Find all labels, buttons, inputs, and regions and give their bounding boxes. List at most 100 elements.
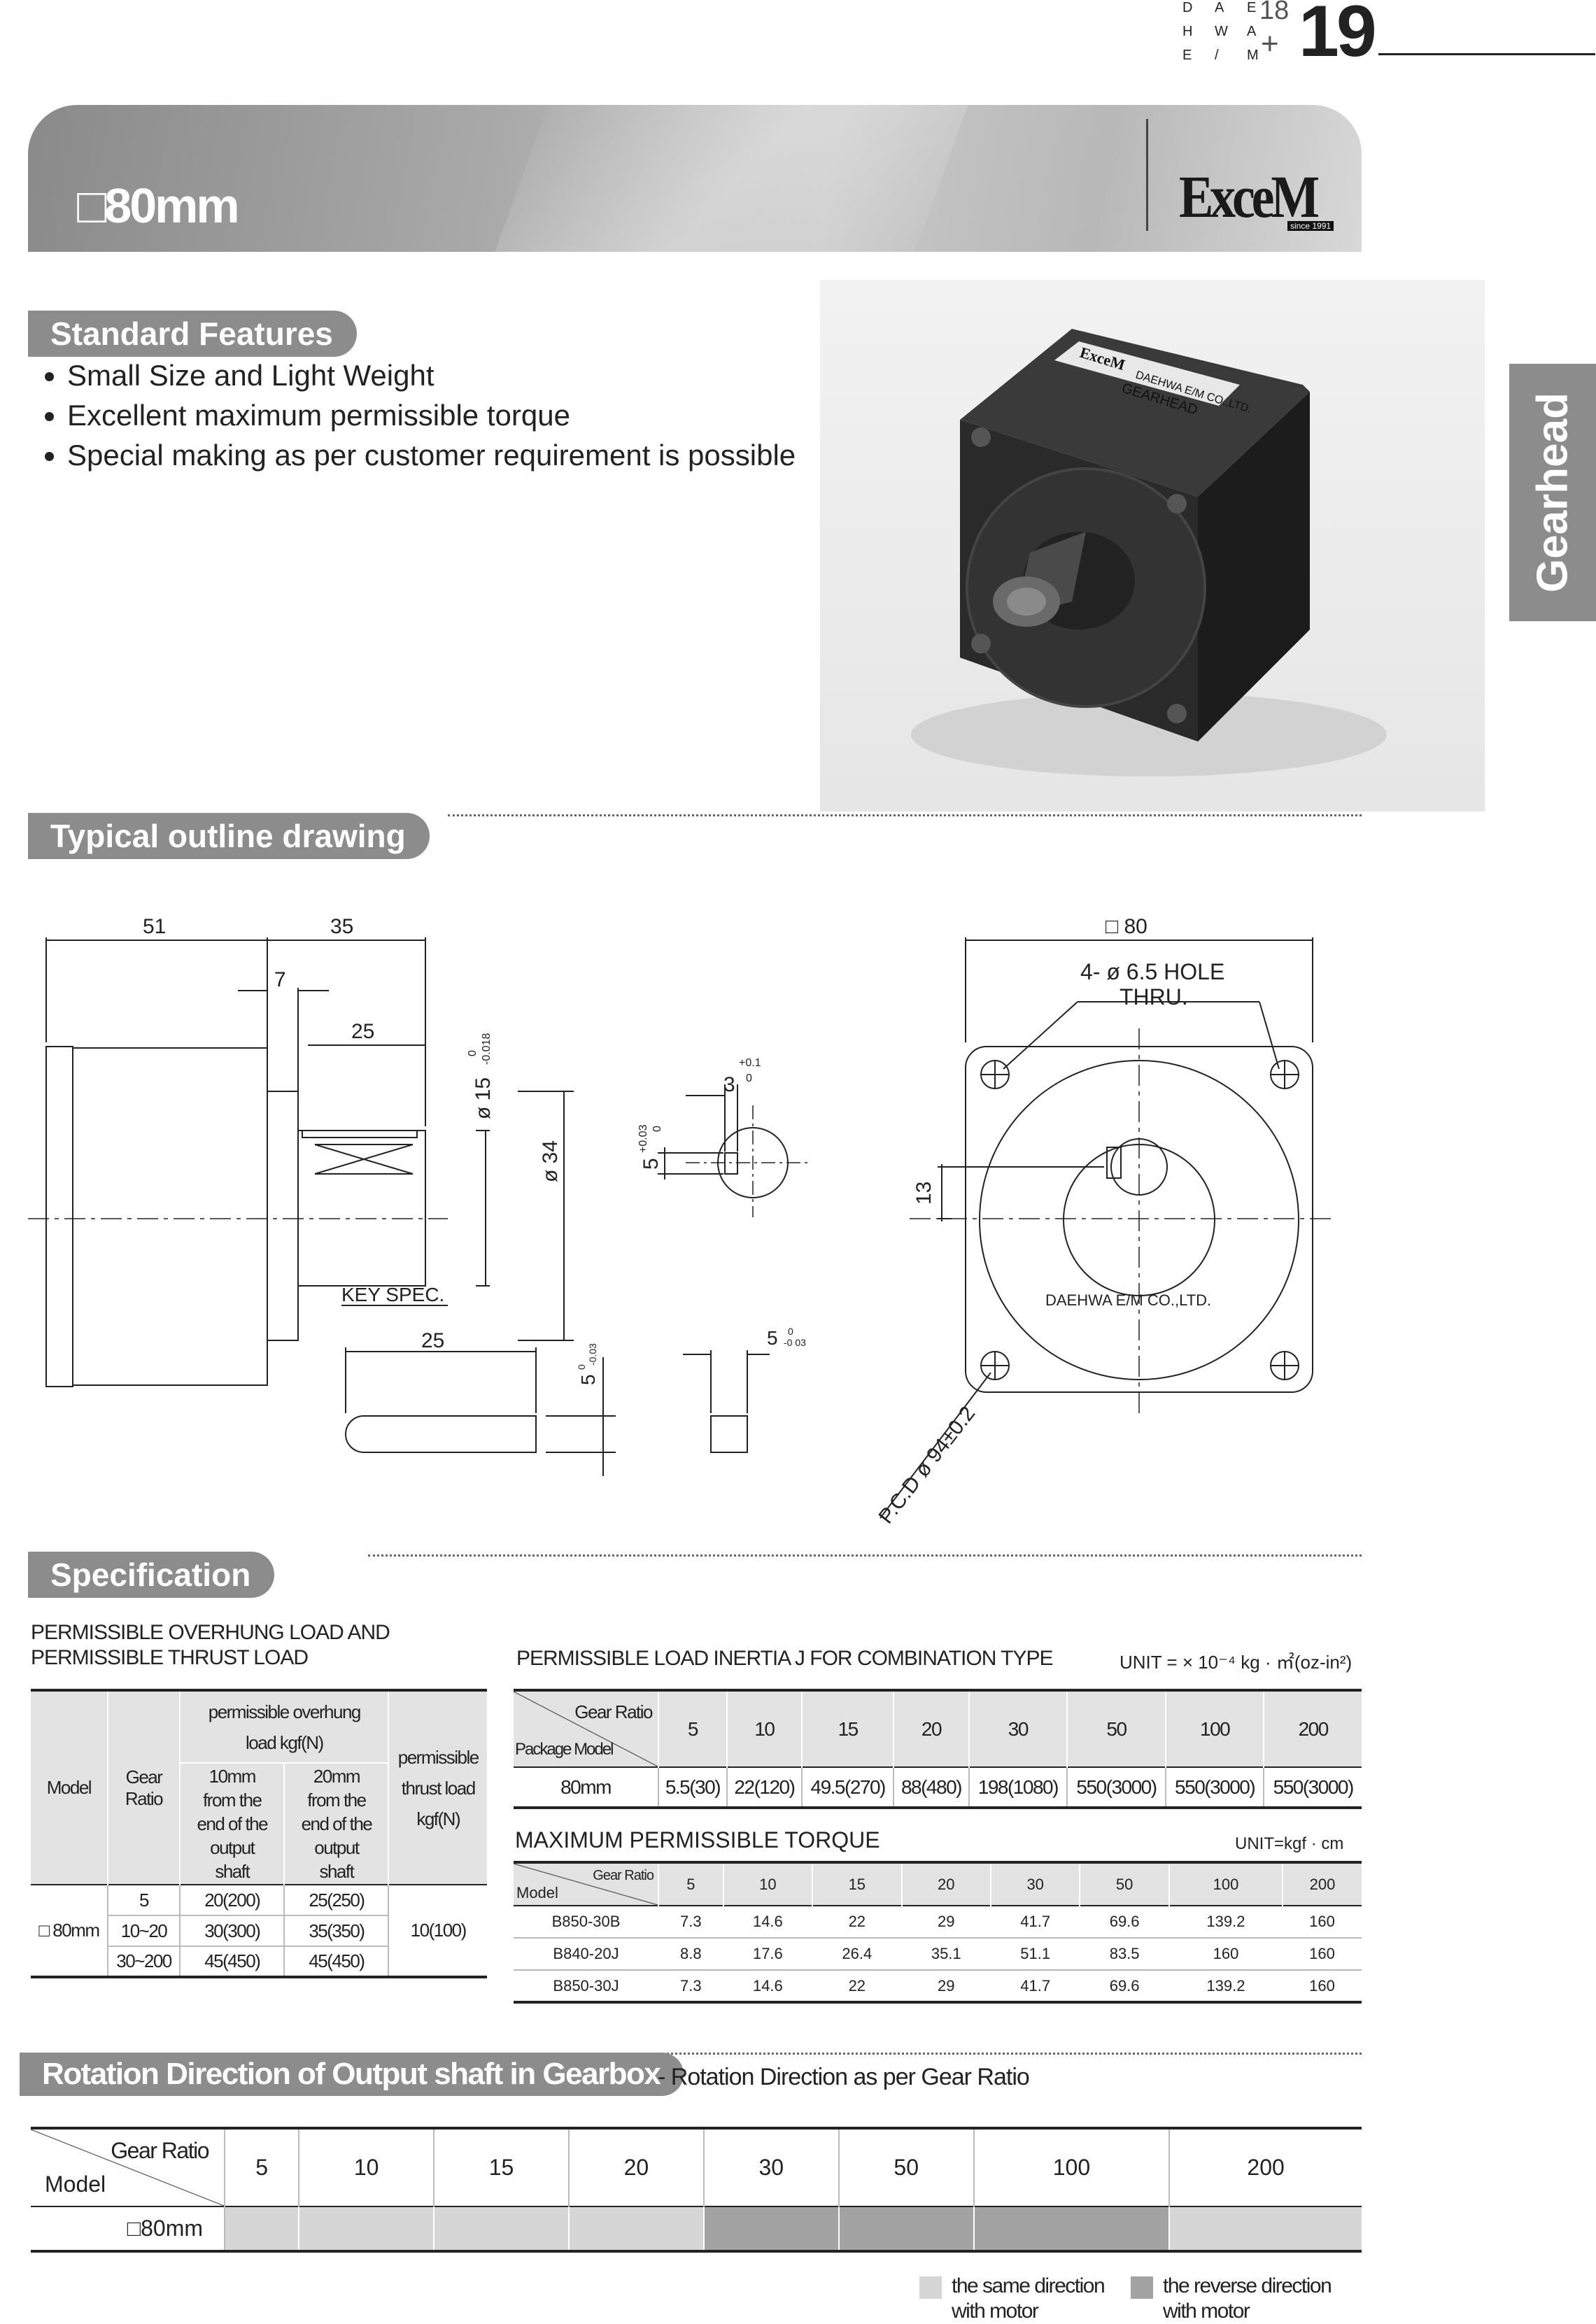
table-row: □ 80mm 5 20(200) 25(250) 10(100) xyxy=(31,1885,487,1977)
spec-dots xyxy=(368,1554,1362,1557)
direction-cell xyxy=(568,2206,705,2251)
hole-spec-line2: THRU. xyxy=(1120,984,1188,1009)
inertia-table: Gear Ratio Package Model 5 10 15 20 30 5… xyxy=(514,1689,1362,1809)
spec-title: Specification xyxy=(28,1552,275,1598)
feature-item: Small Size and Light Weight xyxy=(67,355,796,395)
svg-text:+0.1: +0.1 xyxy=(739,1057,761,1069)
side-tab-label: Gearhead xyxy=(1528,392,1577,593)
banner-sheen xyxy=(467,105,989,252)
torque-unit: UNIT=kgf · cm xyxy=(1235,1834,1344,1853)
shaft-section xyxy=(658,1084,812,1217)
key-spec-label: KEY SPEC. xyxy=(341,1284,444,1305)
outline-title: Typical outline drawing xyxy=(28,813,430,859)
hole-spec-line1: 4- ø 6.5 HOLE xyxy=(1080,959,1224,984)
svg-text:+0.03: +0.03 xyxy=(637,1124,649,1153)
dim-key-w: 5 xyxy=(767,1327,778,1349)
rotation-dots xyxy=(630,2053,1362,2055)
page-number-small: 18 xyxy=(1259,0,1290,25)
svg-text:0: 0 xyxy=(651,1126,663,1132)
dim-51: 51 xyxy=(143,915,166,938)
table-row: B850-30J 7.3 14.6 22 29 41.7 69.6 139.2 … xyxy=(553,1976,1335,1994)
svg-text:ø 15: ø 15 xyxy=(472,1077,495,1119)
svg-text:-0 03: -0 03 xyxy=(784,1337,806,1348)
overhung-title: PERMISSIBLE OVERHUNG LOAD AND PERMISSIBL… xyxy=(31,1621,390,1669)
dim-key5: 5 xyxy=(640,1158,663,1170)
legend-same-swatch xyxy=(919,2276,942,2299)
key-drawing xyxy=(345,1347,770,1476)
brand-since: since 1991 xyxy=(1287,221,1334,231)
direction-cell xyxy=(973,2206,1171,2251)
svg-text:-0.03: -0.03 xyxy=(587,1343,598,1366)
direction-cell xyxy=(838,2206,975,2251)
torque-table: Gear Ratio Model 5 10 15 20 30 50 100 20… xyxy=(514,1861,1362,2004)
rotation-table: Gear Ratio Model 5 10 15 20 30 50 100 20… xyxy=(31,2127,1362,2253)
corner-row-3: E/M xyxy=(1182,48,1259,63)
dim-35: 35 xyxy=(330,915,353,938)
features-list: Small Size and Light Weight Excellent ma… xyxy=(25,355,796,475)
col-model: Model xyxy=(31,1690,108,1885)
dim-key-len: 25 xyxy=(421,1329,444,1352)
svg-text:0: 0 xyxy=(576,1364,587,1370)
banner: □80mm ExceM since 1991 xyxy=(28,105,1362,252)
banner-divider xyxy=(1146,119,1148,231)
dim-pcd: P.C.D ø 94±0.2 xyxy=(875,1402,980,1528)
direction-cell xyxy=(1169,2206,1362,2251)
legend-same: the same direction with motor xyxy=(919,2274,1106,2324)
col-20mm: 20mm from the end of the output shaft xyxy=(284,1763,390,1885)
col-overhung: permissible overhung load kgf(N) xyxy=(180,1690,390,1764)
table-row: B850-30B 7.3 14.6 22 29 41.7 69.6 139.2 … xyxy=(514,1906,1362,1938)
col-thrust: permissible thrust load kgf(N) xyxy=(397,1746,480,1829)
page-number-big: 19 xyxy=(1299,0,1377,72)
table-row: □80mm xyxy=(31,2206,1362,2251)
legend-reverse-swatch xyxy=(1131,2276,1153,2299)
inertia-title: PERMISSIBLE LOAD INERTIA J FOR COMBINATI… xyxy=(516,1647,1054,1670)
dim-7: 7 xyxy=(274,968,286,991)
direction-cell xyxy=(703,2206,840,2251)
col-10mm: 10mm from the end of the output shaft xyxy=(180,1763,285,1885)
torque-corner: Gear Ratio Model xyxy=(514,1862,659,1906)
banner-size: □80mm xyxy=(77,178,240,234)
dim-phi15: ø 15 0 -0.018 xyxy=(467,1033,495,1119)
inertia-unit: UNIT = × 10⁻⁴ kg · ㎡(oz-in²) xyxy=(1120,1652,1353,1673)
header-rule xyxy=(1378,53,1595,55)
side-tab: Gearhead xyxy=(1509,364,1596,621)
side-view xyxy=(28,937,574,1387)
rotation-title: Rotation Direction of Output shaft in Ge… xyxy=(20,2053,684,2096)
inertia-corner: Gear Ratio Package Model xyxy=(514,1690,659,1767)
gearhead-image: GEARHEAD DAEHWA E/M CO.,LTD. ExceM xyxy=(911,329,1387,777)
direction-cell xyxy=(434,2206,570,2251)
table-row: 10~20 30(300) 35(350) xyxy=(31,1915,487,1947)
dim-key3: 3 xyxy=(723,1073,735,1096)
maker-label: DAEHWA E/M CO.,LTD. xyxy=(1045,1291,1211,1309)
direction-cell xyxy=(225,2206,300,2251)
outline-drawing: 51 35 7 25 ø 15 0 -0.018 ø 34 3 +0.1 0 5… xyxy=(28,915,1336,1528)
overhung-model: □ 80mm xyxy=(31,1885,108,1977)
dim-phi34: ø 34 xyxy=(539,1140,562,1182)
dim-key-h: 5 xyxy=(577,1374,599,1385)
direction-cell xyxy=(299,2206,435,2251)
dim-13: 13 xyxy=(912,1182,935,1205)
svg-text:0: 0 xyxy=(746,1072,752,1084)
features-title: Standard Features xyxy=(28,311,357,357)
torque-title: MAXIMUM PERMISSIBLE TORQUE xyxy=(515,1827,880,1852)
page-number-plus: + xyxy=(1261,27,1279,61)
product-photo: GEARHEAD DAEHWA E/M CO.,LTD. ExceM xyxy=(820,280,1485,812)
table-row: 80mm 5.5(30) 22(120) 49.5(270) 88(480) 1… xyxy=(514,1767,1362,1808)
table-row: B840-20J 8.8 17.6 26.4 35.1 51.1 83.5 16… xyxy=(514,1938,1362,1970)
overhung-thrust: 10(100) xyxy=(410,1920,467,1941)
feature-item: Special making as per customer requireme… xyxy=(67,435,796,475)
front-view xyxy=(880,937,1336,1519)
brand-logo: ExceM xyxy=(1179,163,1320,230)
overhung-table: Model Gear Ratio permissible overhung lo… xyxy=(31,1689,487,1978)
legend-reverse: the reverse direction with motor xyxy=(1131,2274,1332,2324)
rotation-subtitle: - Rotation Direction as per Gear Ratio xyxy=(658,2064,1030,2090)
table-row: 30~200 45(450) 45(450) xyxy=(31,1946,487,1977)
dim-sq80: □ 80 xyxy=(1106,915,1147,938)
svg-text:0: 0 xyxy=(788,1326,793,1337)
feature-item: Excellent maximum permissible torque xyxy=(67,395,796,435)
banner-size-label: 80mm xyxy=(104,178,239,233)
